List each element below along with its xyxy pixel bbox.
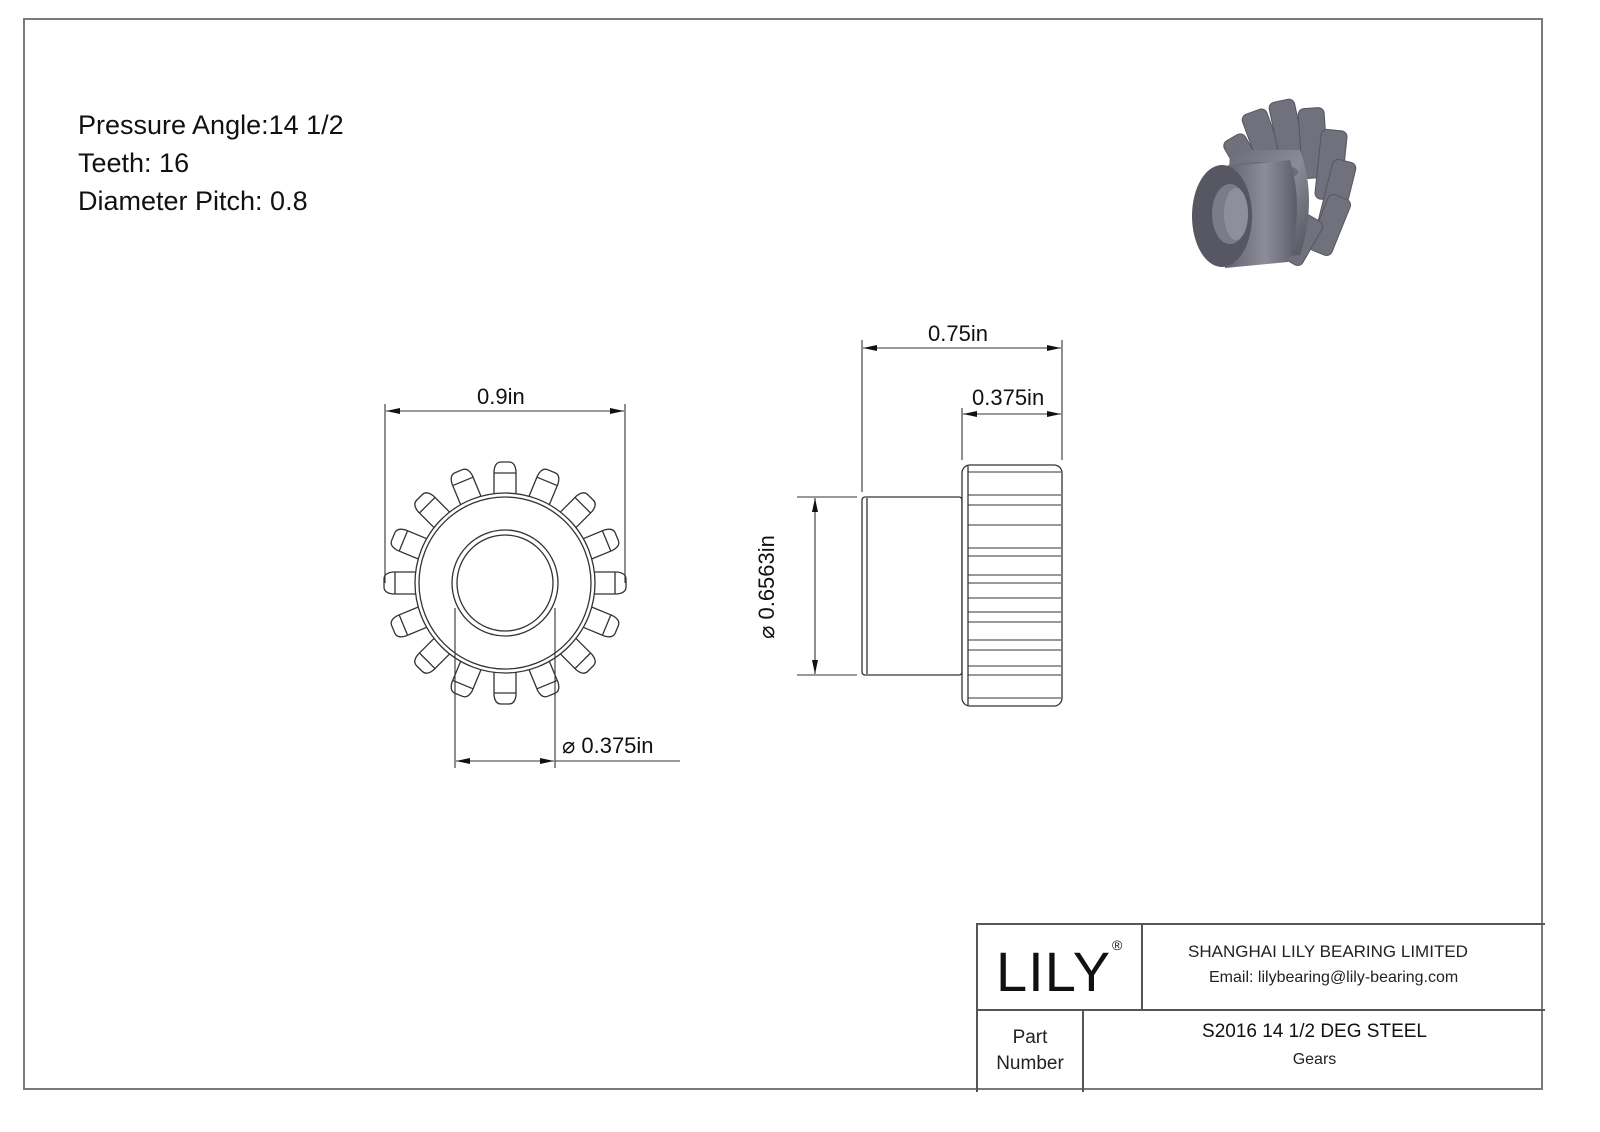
gear-specs: Pressure Angle:14 1/2 Teeth: 16 Diameter… (78, 106, 344, 220)
gear-3d-render (1192, 98, 1357, 268)
part-category: Gears (1292, 1051, 1337, 1068)
registered-mark: ® (1112, 937, 1123, 953)
diameter-pitch-text: Diameter Pitch: 0.8 (78, 186, 308, 216)
drawing-frame (23, 18, 1543, 1090)
title-block: LILY ® SHANGHAI LILY BEARING LIMITED Ema… (976, 923, 1545, 1092)
part-number: S2016 14 1/2 DEG STEEL (1202, 1021, 1427, 1042)
company-email: Email: lilybearing@lily-bearing.com (1209, 969, 1459, 986)
company-logo: LILY ® (978, 925, 1143, 1009)
teeth-text: Teeth: 16 (78, 148, 190, 178)
overall-length-label: 0.75in (928, 321, 988, 346)
company-name: SHANGHAI LILY BEARING LIMITED (1188, 942, 1468, 961)
gear-front-view (383, 461, 627, 705)
side-view-dimensions (797, 340, 1063, 676)
face-width-label: 0.375in (972, 385, 1045, 410)
pressure-angle-text: Pressure Angle:14 1/2 (78, 110, 344, 140)
outer-diameter-label: 0.9in (477, 384, 525, 409)
bore-diameter-label: ⌀ 0.375in (562, 733, 654, 758)
hub-diameter-label: ⌀ 0.6563in (753, 535, 779, 639)
front-view-dimensions (384, 404, 680, 768)
part-number-label: Part Number (978, 1011, 1084, 1092)
gear-side-view (861, 464, 1063, 707)
